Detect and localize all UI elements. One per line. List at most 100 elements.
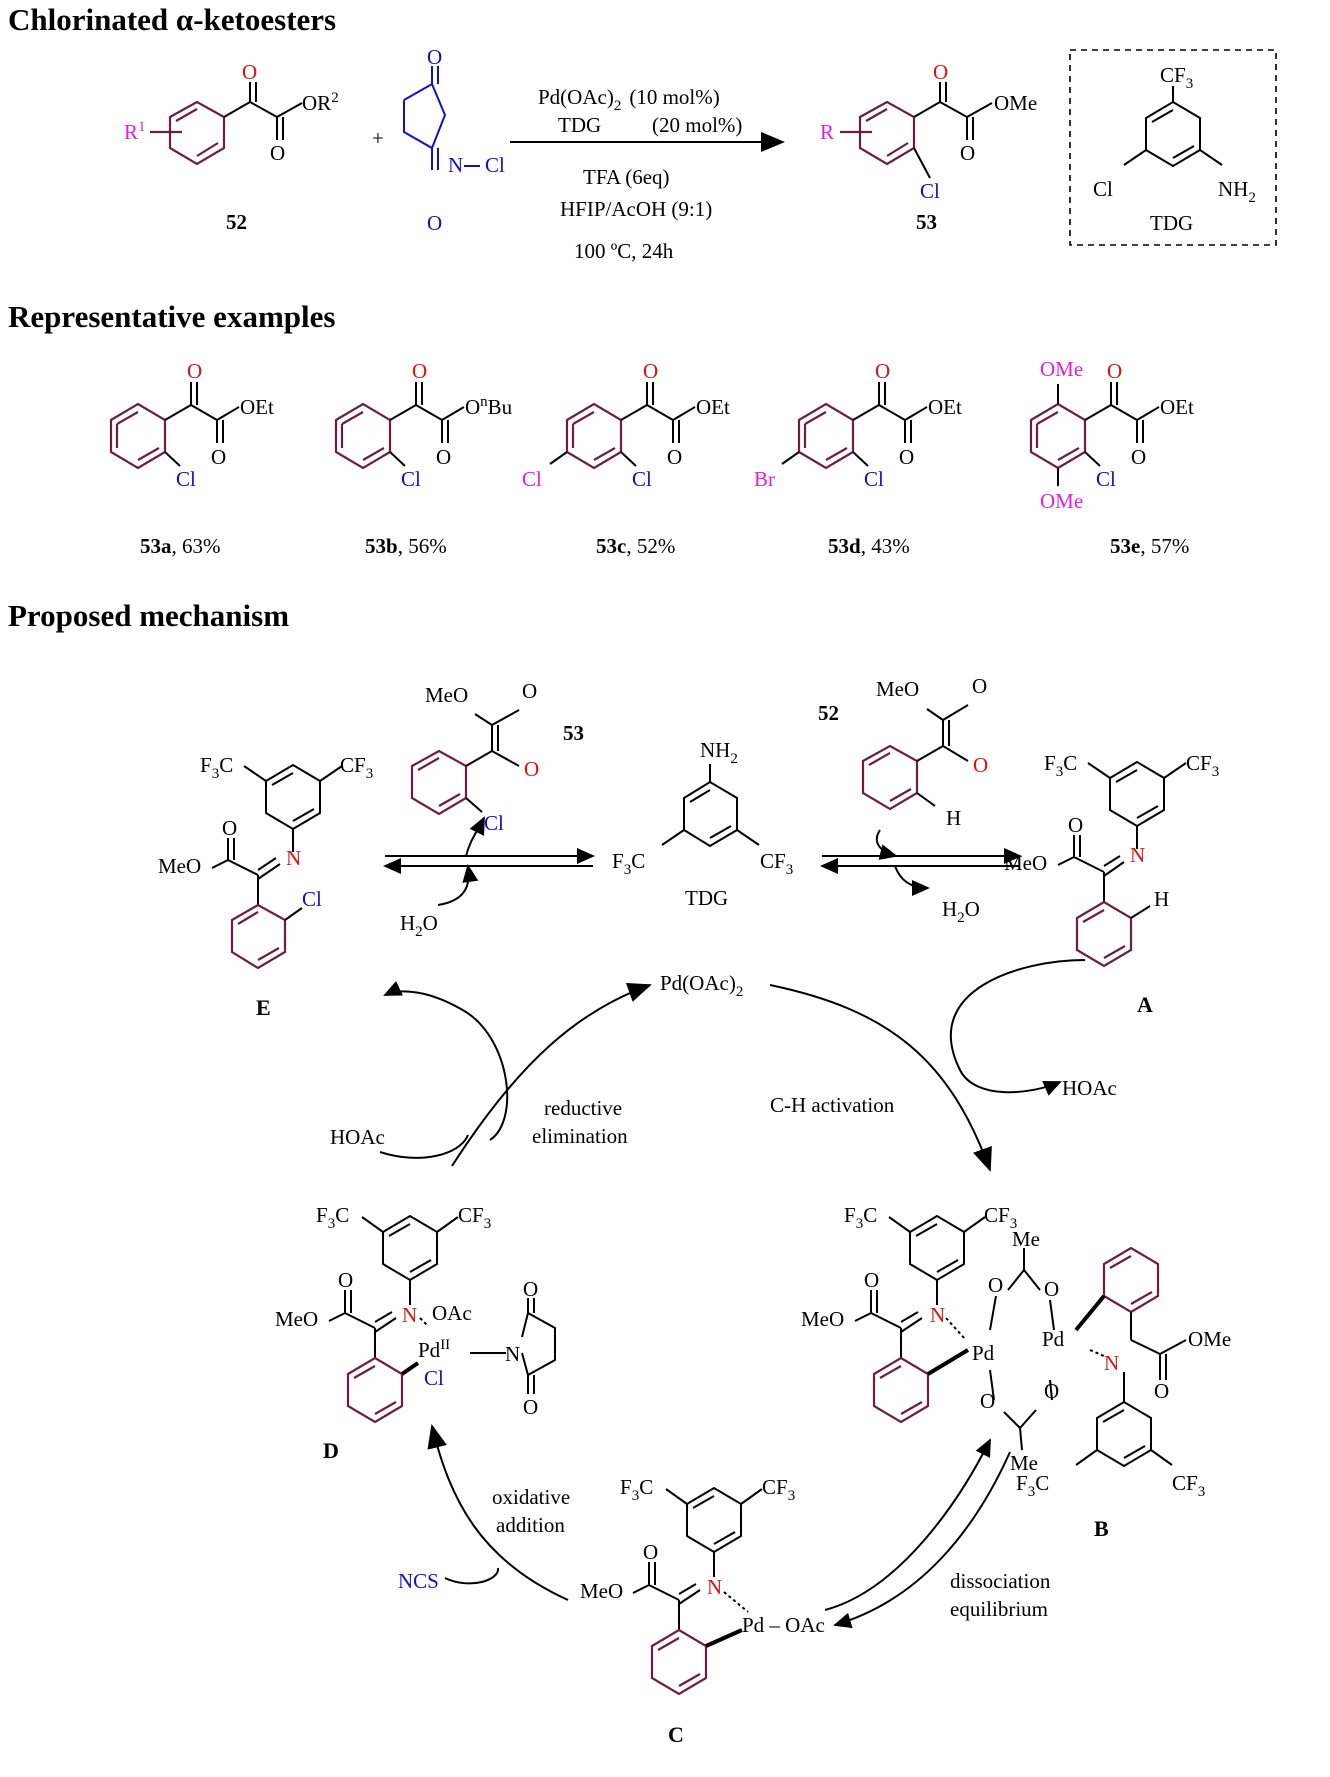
tdg-cf-sub: 3 (1186, 76, 1194, 92)
cond-pd: Pd(OAc) (538, 85, 614, 109)
atom-o: O (522, 679, 537, 703)
sub3: 3 (366, 766, 374, 782)
tdg-dashed-box (1069, 49, 1277, 246)
svg-text:NH2: NH2 (1218, 177, 1256, 206)
c-text: C (219, 753, 233, 777)
sub3: 3 (632, 1488, 640, 1504)
h2o-o: O (423, 911, 438, 935)
label-53: 53 (563, 721, 584, 745)
atom-o: O (270, 141, 285, 165)
ome-text: OMe (1188, 1327, 1231, 1351)
ncs-reagent: NCS (398, 1569, 439, 1593)
atom-o: O (436, 445, 451, 469)
f3c-text: F (200, 753, 212, 777)
mechanism-diagram: F3C CF3 N O MeO Cl E MeO O O Cl 53 (158, 674, 1231, 1747)
label-a: A (1137, 992, 1153, 1017)
pd-oac2: Pd(OAc)2 (660, 971, 743, 1000)
atom-h: H (946, 806, 961, 830)
cf3-text: CF (458, 1203, 484, 1227)
svg-text:H2O: H2O (942, 897, 980, 926)
cf3-text: CF (340, 753, 366, 777)
atom-n: N (505, 1342, 520, 1366)
atom-o: O (933, 60, 948, 84)
cond-tdg: TDG (558, 113, 601, 137)
svg-text:F3C: F3C (620, 1475, 653, 1504)
h2o-o: O (965, 897, 980, 921)
tdg-box: CF3 Cl NH2 TDG (1069, 49, 1277, 246)
sub3: 3 (856, 1216, 864, 1232)
sub3: 3 (1010, 1216, 1018, 1232)
svg-text:CF3: CF3 (340, 753, 373, 782)
intermediate-a: F3C CF3 N O MeO H A (1004, 751, 1219, 1017)
svg-text:CF3: CF3 (1172, 1471, 1205, 1500)
label-e: E (256, 995, 271, 1020)
hoac-right: HOAc (1062, 1076, 1117, 1100)
equilibrium-left: H2O (383, 816, 595, 940)
label-52: 52 (818, 701, 839, 725)
cond-tdg-amt: (20 mol%) (652, 113, 742, 137)
substituent-text: OMe (1040, 357, 1083, 381)
ester-group: OnBu (465, 394, 513, 419)
atom-o: O (875, 359, 890, 383)
meo-text: MeO (425, 683, 468, 707)
svg-text:F3C: F3C (316, 1203, 349, 1232)
heading-examples: Representative examples (8, 299, 335, 334)
atom-n: N (1104, 1351, 1119, 1375)
atom-cl: Cl (484, 811, 504, 835)
atom-n: N (707, 1575, 722, 1599)
tdg-cf: CF (1160, 63, 1186, 87)
atom-o: O (211, 445, 226, 469)
sub3: 3 (786, 862, 794, 878)
pd-atom-2: Pd (1042, 1327, 1065, 1351)
svg-text:OR2: OR2 (302, 90, 339, 115)
atom-n: N (402, 1303, 417, 1327)
atom-o: O (427, 45, 442, 69)
atom-o: O (524, 757, 539, 781)
svg-text:CF3: CF3 (458, 1203, 491, 1232)
heading-mechanism: Proposed mechanism (8, 598, 289, 633)
atom-o: O (1107, 359, 1122, 383)
cf3-text: CF (762, 1475, 788, 1499)
atom-o: O (960, 141, 975, 165)
f3c-text: F (844, 1203, 856, 1227)
r1-text: R (124, 120, 138, 144)
svg-text:F3C: F3C (1016, 1471, 1049, 1500)
atom-cl: Cl (1096, 467, 1116, 491)
atom-cl: Cl (632, 467, 652, 491)
svg-text:Pd(OAc)2(10 mol%): Pd(OAc)2(10 mol%) (538, 85, 720, 114)
ome-text: OMe (994, 91, 1037, 115)
step-equilibrium: equilibrium (950, 1597, 1048, 1621)
atom-o: O (412, 359, 427, 383)
svg-text:PdII: PdII (418, 1337, 450, 1362)
r1-sup: 1 (138, 119, 146, 135)
tdg-nh: NH (1218, 177, 1248, 201)
step-addition: addition (496, 1513, 565, 1537)
product-cl: Cl (920, 179, 940, 203)
sub3: 3 (212, 766, 220, 782)
label-d: D (323, 1438, 339, 1463)
atom-n: N (286, 846, 301, 870)
benzene-ring (334, 402, 392, 470)
atom-o: O (988, 1273, 1003, 1297)
ester-group: OEt (1160, 395, 1194, 419)
plus-sign: + (372, 126, 384, 150)
benzene-ring (1029, 402, 1087, 470)
h2o-h: H (400, 911, 415, 935)
atom-o: O (643, 359, 658, 383)
svg-text:TDG: TDG (558, 113, 601, 137)
intermediate-b: F3C CF3 N O MeO Pd Pd O O Me O O Me N O … (801, 1203, 1231, 1541)
atom-o: O (222, 816, 237, 840)
atom-o: O (1131, 445, 1146, 469)
ester-group: OEt (696, 395, 730, 419)
meo-text: MeO (801, 1307, 844, 1331)
benzene-ring (565, 402, 623, 470)
meo-text: MeO (876, 677, 919, 701)
svg-text:CF3: CF3 (760, 849, 793, 878)
cond-pd-sub: 2 (614, 98, 622, 114)
step-elimination: elimination (532, 1124, 628, 1148)
pd-ii: II (440, 1337, 450, 1353)
atom-cl: Cl (485, 153, 505, 177)
